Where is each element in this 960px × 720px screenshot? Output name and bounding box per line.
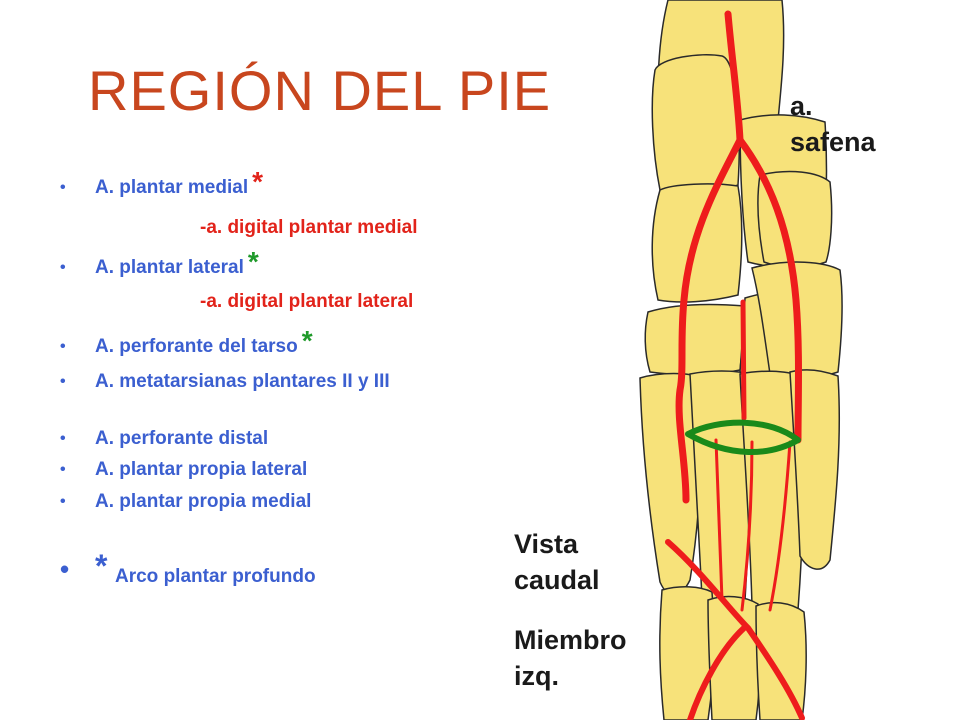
metatarsal-bone (789, 369, 841, 570)
limb-label-line1: Miembro (514, 625, 627, 655)
proper-plantar-artery (665, 539, 805, 720)
view-label-line2: caudal (514, 565, 600, 595)
asterisk-mark: * (252, 166, 264, 197)
bullet-icon: • (60, 338, 66, 355)
item-label: A. perforante del tarso (95, 336, 298, 357)
item-label: A. plantar propia medial (95, 491, 312, 512)
item-label: A. perforante distal (95, 428, 269, 449)
plantar-metatarsal-artery (768, 440, 792, 612)
asterisk-mark: * (95, 548, 108, 584)
bullet-icon: • (60, 554, 70, 584)
safena-label-line1: a. (790, 91, 813, 121)
tarsal-bone (644, 303, 746, 376)
arteries (665, 10, 805, 720)
sub-item-label: -a. digital plantar lateral (200, 291, 414, 312)
tarsal-bone (739, 291, 792, 375)
metatarsal-bone (639, 372, 703, 596)
item-label: A. metatarsianas plantares II y III (95, 371, 390, 392)
page-title: REGIÓN DEL PIE (88, 59, 552, 122)
view-label-line1: Vista (514, 529, 579, 559)
deep-plantar-arch (685, 419, 801, 456)
metatarsal-bone (689, 370, 751, 609)
bullet-icon: • (60, 430, 66, 447)
tarsal-bone (757, 170, 833, 269)
phalanx-bone (659, 586, 715, 720)
metatarsal-bone (739, 370, 805, 619)
item-label: A. plantar lateral (95, 257, 244, 278)
tarsal-bone (651, 183, 743, 303)
bullet-icon: • (60, 461, 66, 478)
plantar-metatarsal-artery (714, 438, 724, 602)
view-label: Vista caudal (514, 526, 600, 598)
asterisk-mark: * (247, 246, 259, 277)
bone-top (657, 0, 785, 131)
plantar-metatarsal-artery (740, 440, 754, 612)
bullet-icon: • (60, 493, 66, 510)
asterisk-mark: * (301, 325, 313, 356)
bullet-icon: • (60, 179, 66, 196)
limb-label: Miembro izq. (514, 622, 627, 694)
tarsal-bone (751, 261, 843, 380)
deep-arch-label: Arco plantar profundo (115, 566, 316, 587)
bullet-icon: • (60, 373, 66, 390)
item-label: A. plantar propia lateral (95, 459, 308, 480)
item-label: A. plantar medial (95, 177, 249, 198)
bullet-icon: • (60, 259, 66, 276)
saphenous-artery (724, 10, 744, 144)
phalanx-bone (707, 595, 761, 720)
medial-plantar-artery (675, 136, 744, 504)
limb-label-line2: izq. (514, 661, 559, 691)
proper-plantar-artery (687, 625, 747, 720)
safena-label: a. safena (790, 88, 876, 160)
tarsal-bone (651, 54, 740, 194)
safena-label-line2: safena (790, 127, 876, 157)
phalanx-bone (755, 601, 807, 720)
perforating-tarsal-artery (740, 299, 747, 421)
sub-item-label: -a. digital plantar medial (200, 217, 418, 238)
lateral-plantar-artery (736, 136, 802, 444)
